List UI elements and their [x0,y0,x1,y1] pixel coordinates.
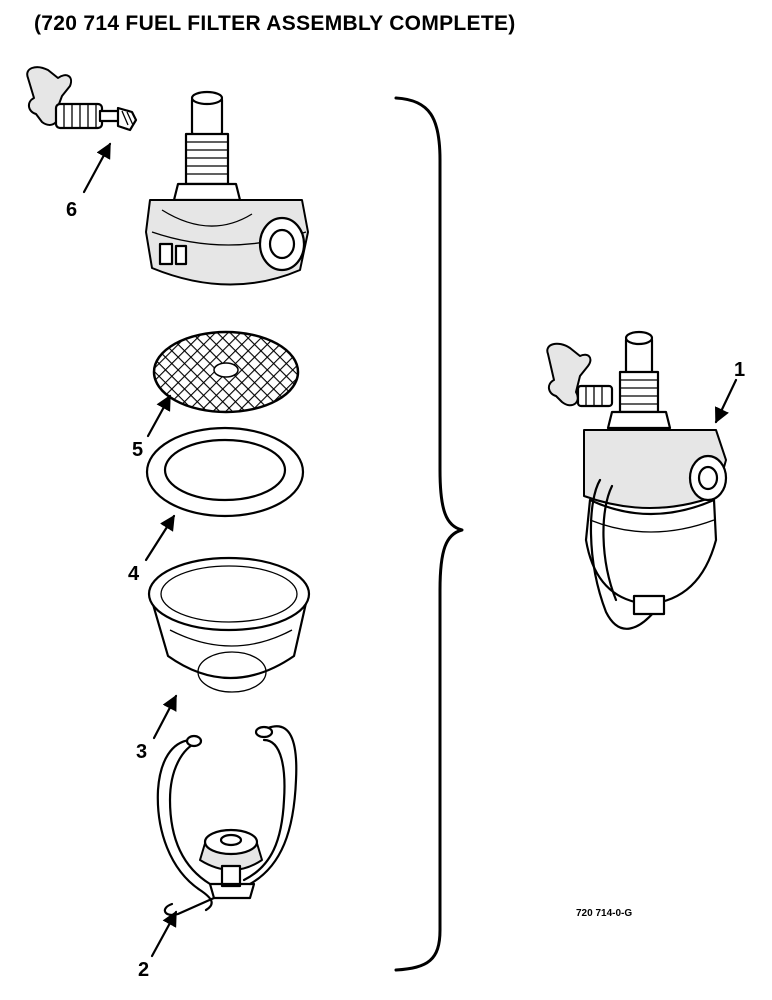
filter-screen-part [152,330,300,414]
callout-4: 4 [128,563,140,585]
callout-5: 5 [132,439,143,461]
callout-leaders [82,142,738,958]
drain-valve-part [26,66,138,132]
filter-bowl-part [147,556,311,693]
diagram-title: (720 714 FUEL FILTER ASSEMBLY COMPLETE) [34,12,516,35]
callout-3: 3 [136,741,147,763]
filter-head-part [145,90,309,286]
callout-2: 2 [138,959,149,981]
callout-1: 1 [734,359,745,381]
assembly-brace [394,96,464,972]
callout-6: 6 [66,199,77,221]
gasket-part [145,426,305,518]
bail-clamp-part [156,725,298,916]
assembled-filter [546,330,728,630]
figure-code: 720 714-0-G [576,908,632,919]
